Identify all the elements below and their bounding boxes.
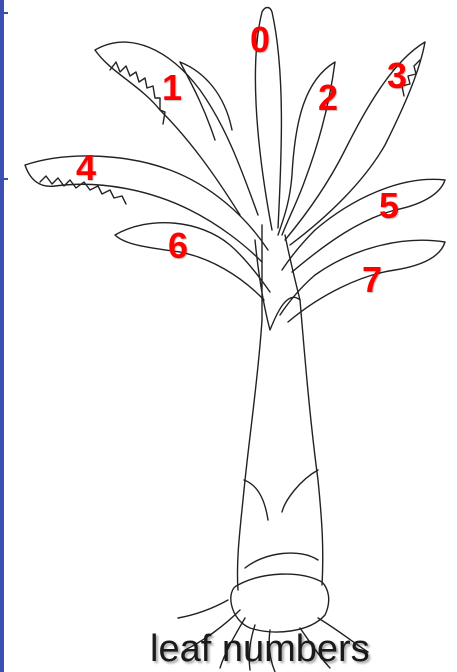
corm-line [245, 553, 318, 568]
leaf-number-5: 5 [379, 188, 399, 224]
leaf-number-1: 1 [162, 70, 182, 106]
leaf-number-0: 0 [250, 22, 270, 58]
leaf-1-b [180, 62, 232, 140]
leaf-bases [255, 225, 300, 330]
leaf-number-3: 3 [387, 58, 407, 94]
caption: leaf numbers [150, 628, 370, 670]
pseudostem-band [244, 470, 318, 520]
leaf-number-7: 7 [362, 262, 382, 298]
pseudostem [237, 300, 322, 590]
leaf-number-6: 6 [168, 228, 188, 264]
corm [231, 574, 329, 632]
leaf-6 [115, 223, 270, 300]
leaf-number-4: 4 [76, 150, 96, 186]
leaf-number-2: 2 [318, 80, 338, 116]
leaf-1-edge [110, 62, 165, 124]
